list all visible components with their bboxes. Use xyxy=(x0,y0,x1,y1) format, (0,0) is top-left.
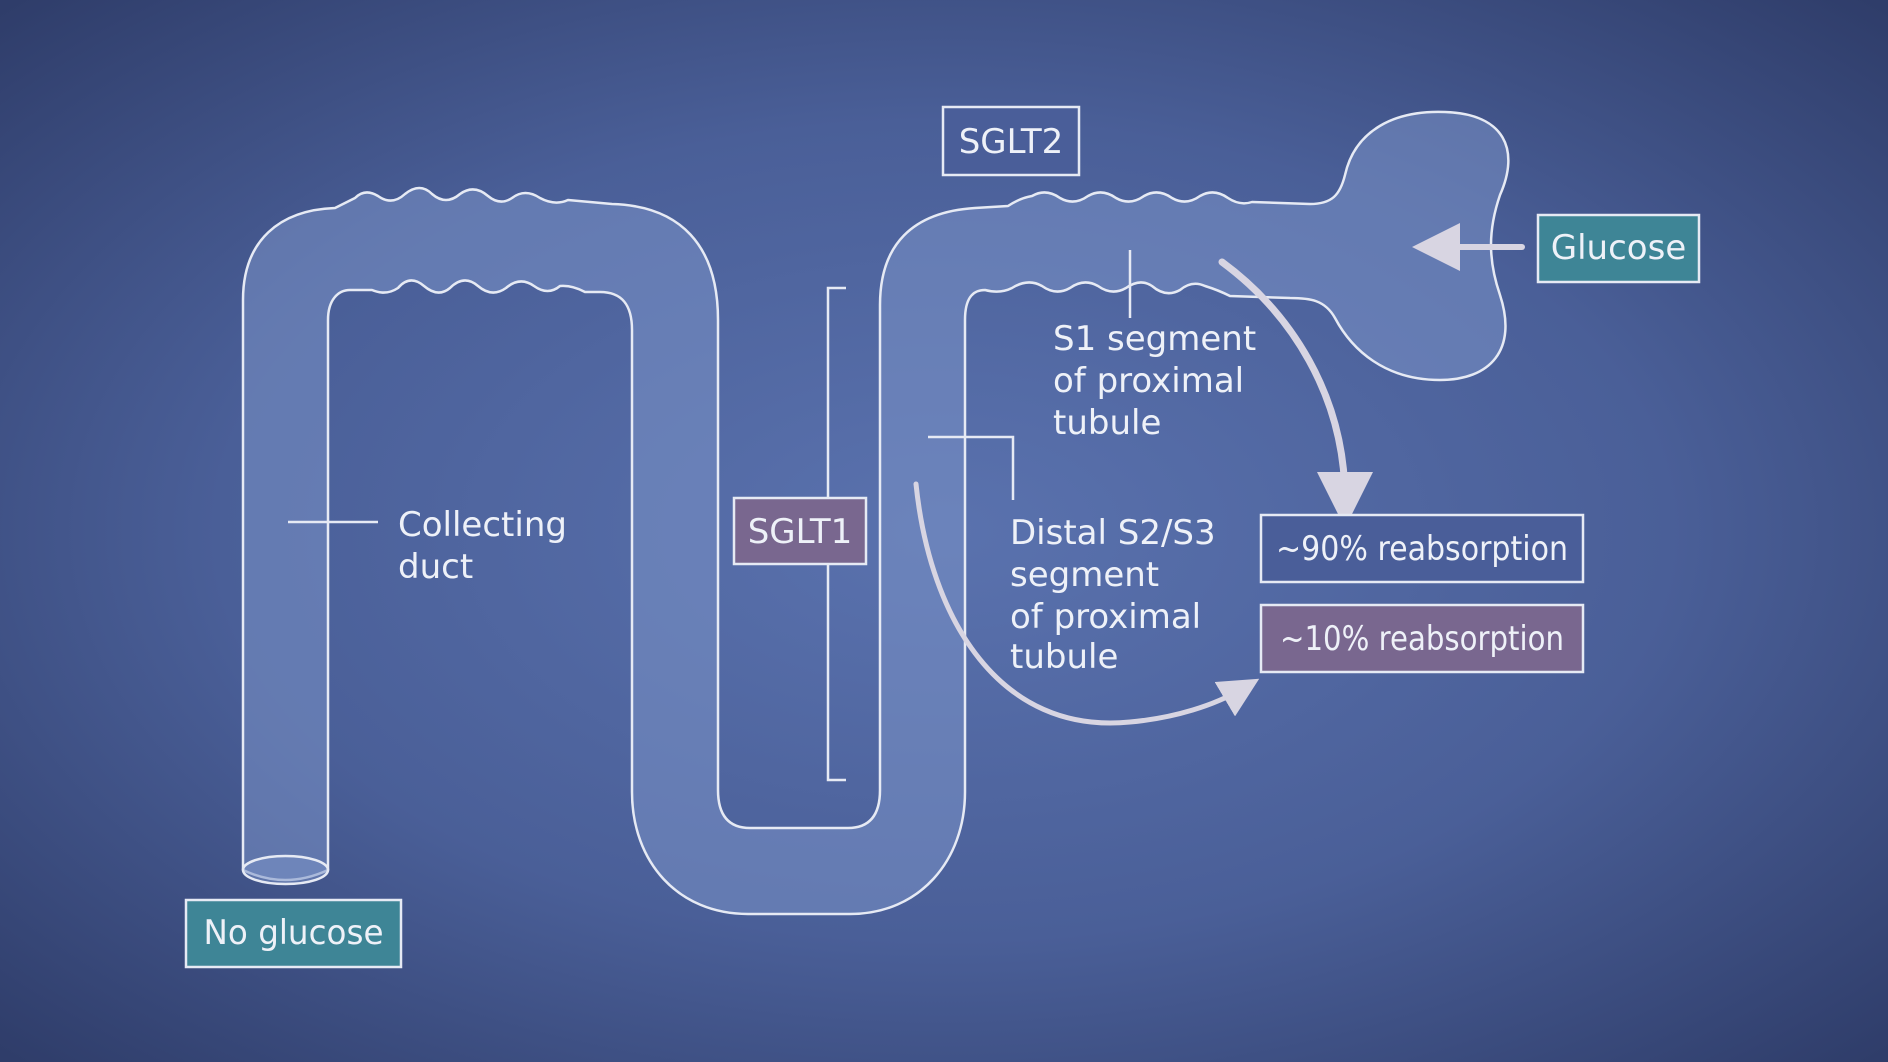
tubule-shape xyxy=(241,110,1510,916)
glucose-label: Glucose xyxy=(1551,228,1686,268)
distal-segment-leader xyxy=(928,435,1015,500)
glucose-box-bg xyxy=(1536,213,1701,284)
distal-segment-line-4: tubule xyxy=(1010,637,1118,677)
reabsorption-10-label: ~10% reabsorption xyxy=(1280,619,1564,659)
collecting-duct-label: Collecting duct xyxy=(398,505,578,587)
arrows xyxy=(913,223,1525,726)
s1-segment-line-1: S1 segment xyxy=(1053,319,1256,359)
sglt2-box-bg xyxy=(941,105,1081,177)
glucose-box: Glucose xyxy=(1536,213,1701,284)
sglt1-box-bg xyxy=(732,496,868,566)
distal-segment-label: Distal S2/S3 segment of proximal tubule xyxy=(1010,513,1226,677)
distal-segment-line-1: Distal S2/S3 xyxy=(1010,513,1216,553)
s1-reabsorption-arrow xyxy=(1218,258,1373,528)
tubule xyxy=(241,110,1510,916)
reabsorption-90-box-bg xyxy=(1259,513,1585,584)
s1-segment-label: S1 segment of proximal tubule xyxy=(1053,319,1267,443)
distal-segment-line-2: segment xyxy=(1010,555,1159,595)
s1-segment-line-2: of proximal xyxy=(1053,361,1244,401)
collecting-duct-end xyxy=(241,854,330,886)
reabsorption-90-label: ~90% reabsorption xyxy=(1276,529,1568,569)
sglt2-box: SGLT2 xyxy=(941,105,1081,177)
reabsorption-10-box-bg xyxy=(1259,603,1585,674)
collecting-duct-line-2: duct xyxy=(398,547,473,587)
sglt1-box: SGLT1 xyxy=(732,496,868,566)
s1-segment-line-3: tubule xyxy=(1053,403,1161,443)
reabsorption-10-box: ~10% reabsorption xyxy=(1259,603,1585,674)
distal-segment-line-3: of proximal xyxy=(1010,597,1201,637)
no-glucose-label: No glucose xyxy=(204,913,384,953)
no-glucose-box-bg xyxy=(184,898,403,969)
distal-reabsorption-arrow xyxy=(913,481,1260,726)
reabsorption-90-box: ~90% reabsorption xyxy=(1259,513,1585,584)
no-glucose-box: No glucose xyxy=(184,898,403,969)
collecting-duct-line-1: Collecting xyxy=(398,505,567,545)
sglt2-label: SGLT2 xyxy=(959,122,1064,162)
sglt1-label: SGLT1 xyxy=(748,512,853,552)
